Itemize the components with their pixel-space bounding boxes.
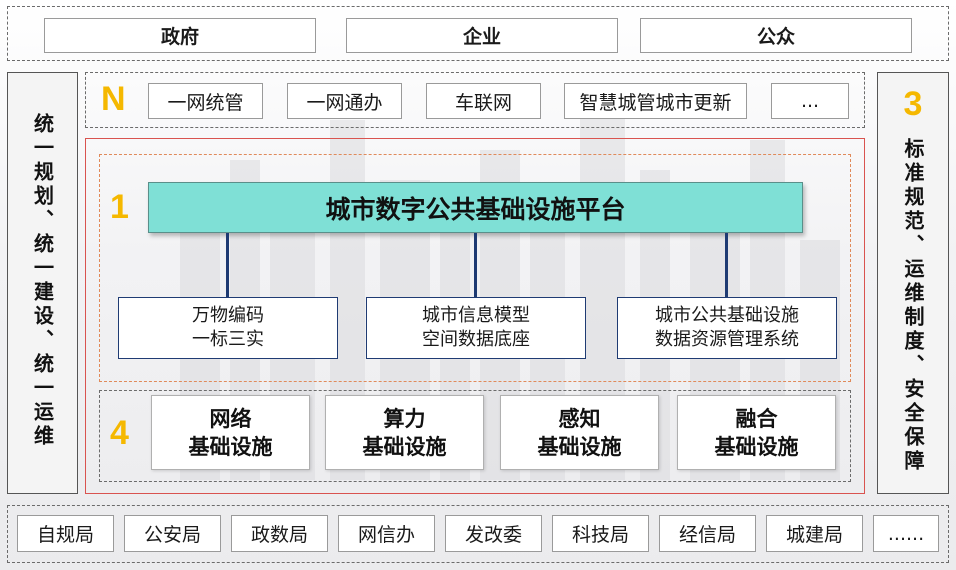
n-item-unified-management: 一网统管 <box>148 83 263 119</box>
infra-fusion-line2: 基础设施 <box>714 434 799 459</box>
top-stakeholder-row <box>7 6 949 61</box>
dept-cyberspace: 网信办 <box>338 515 435 552</box>
section-1-frame <box>99 154 851 382</box>
dept-economy-information: 经信局 <box>659 515 756 552</box>
section-1-number: 1 <box>110 188 129 226</box>
sub-box-data-resource-line2: 数据资源管理系统 <box>655 329 799 350</box>
top-box-enterprise: 企业 <box>346 18 618 53</box>
dept-development-reform: 发改委 <box>445 515 542 552</box>
sub-box-data-resource-line1: 城市公共基础设施 <box>655 305 799 326</box>
dept-science-technology: 科技局 <box>552 515 649 552</box>
sub-box-city-information-model: 城市信息模型 空间数据底座 <box>366 297 586 359</box>
infra-network-line1: 网络 <box>209 406 252 431</box>
infra-box-network: 网络 基础设施 <box>151 395 310 470</box>
sub-box-cim-line1: 城市信息模型 <box>422 305 530 326</box>
infra-box-computing: 算力 基础设施 <box>325 395 484 470</box>
infra-fusion-line1: 融合 <box>735 406 778 431</box>
connector-line-2 <box>474 233 477 298</box>
dept-government-data: 政数局 <box>231 515 328 552</box>
infra-sensing-line1: 感知 <box>558 406 601 431</box>
right-panel-number: 3 <box>903 85 923 123</box>
left-panel-text: 统一规划、统一建设、统一运维 <box>30 113 55 449</box>
left-panel: 统一规划、统一建设、统一运维 <box>7 72 78 494</box>
n-application-row <box>85 72 865 128</box>
dept-natural-resources: 自规局 <box>17 515 114 552</box>
infra-sensing-line2: 基础设施 <box>537 434 622 459</box>
sub-box-object-coding: 万物编码 一标三实 <box>118 297 338 359</box>
bottom-department-row <box>7 505 949 563</box>
core-infrastructure-frame <box>85 138 865 494</box>
n-item-unified-service: 一网通办 <box>287 83 402 119</box>
top-box-government: 政府 <box>44 18 316 53</box>
top-box-public: 公众 <box>640 18 912 53</box>
n-item-more: ... <box>771 83 849 119</box>
right-panel: 3 标准规范、运维制度、安全保障 <box>877 72 949 494</box>
n-item-smart-urban-management: 智慧城管城市更新 <box>564 83 747 119</box>
infra-box-fusion: 融合 基础设施 <box>677 395 836 470</box>
dept-public-security: 公安局 <box>124 515 221 552</box>
section-4-number: 4 <box>110 414 129 452</box>
dept-urban-construction: 城建局 <box>766 515 863 552</box>
infra-box-sensing: 感知 基础设施 <box>500 395 659 470</box>
right-panel-text: 标准规范、运维制度、安全保障 <box>901 138 925 474</box>
connector-line-1 <box>226 233 229 298</box>
n-item-connected-vehicles: 车联网 <box>426 83 541 119</box>
sub-box-object-coding-line2: 一标三实 <box>192 329 264 350</box>
section-4-frame <box>99 390 851 482</box>
sub-box-object-coding-line1: 万物编码 <box>192 305 264 326</box>
sub-box-data-resource-system: 城市公共基础设施 数据资源管理系统 <box>617 297 837 359</box>
sub-box-cim-line2: 空间数据底座 <box>422 329 530 350</box>
infra-network-line2: 基础设施 <box>188 434 273 459</box>
connector-line-3 <box>725 233 728 298</box>
platform-title-bar: 城市数字公共基础设施平台 <box>148 182 803 233</box>
n-section-number: N <box>101 80 126 118</box>
infra-computing-line1: 算力 <box>383 406 426 431</box>
infra-computing-line2: 基础设施 <box>362 434 447 459</box>
dept-more: ...... <box>873 515 939 552</box>
